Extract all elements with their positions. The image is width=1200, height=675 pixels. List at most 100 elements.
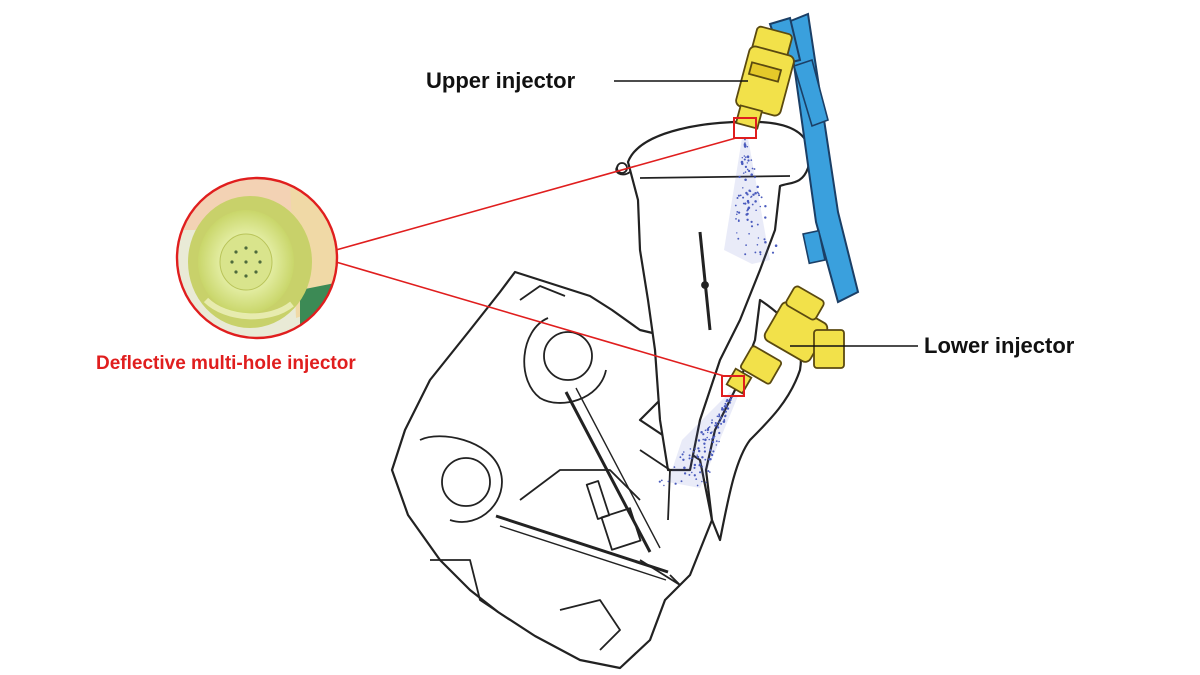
spray-droplet: [716, 426, 720, 429]
spray-droplet: [756, 191, 759, 194]
spray-droplet: [696, 455, 700, 459]
spray-droplet: [722, 420, 726, 423]
spray-droplet: [690, 457, 693, 460]
spray-droplet: [736, 197, 739, 199]
spray-droplet: [754, 251, 757, 254]
spray-droplet: [718, 440, 720, 443]
spray-droplet: [737, 194, 740, 197]
spray-droplet: [739, 194, 742, 197]
spray-droplet: [719, 417, 722, 420]
spray-droplet: [691, 471, 693, 474]
spray-droplet: [744, 171, 747, 173]
spray-droplet: [700, 431, 703, 434]
spray-droplet: [759, 251, 762, 254]
spray-droplet: [771, 251, 775, 254]
spray-droplet: [703, 442, 706, 445]
spray-droplet: [681, 453, 684, 456]
spray-droplet: [709, 458, 712, 461]
spray-droplet: [721, 407, 724, 409]
spray-droplet: [750, 173, 753, 176]
coolant-port-lower: [441, 457, 491, 507]
spray-droplet: [706, 436, 708, 439]
spray-droplet: [757, 192, 760, 195]
spray-droplet: [703, 450, 707, 453]
spray-droplet: [693, 466, 696, 469]
spray-droplet: [718, 414, 721, 417]
spray-droplet: [756, 223, 759, 226]
spray-droplet: [710, 452, 712, 455]
spray-droplet: [702, 433, 705, 436]
spray-droplet: [744, 142, 746, 144]
spray-droplet: [703, 446, 706, 449]
spray-droplet: [683, 472, 687, 475]
spray-droplet: [759, 253, 762, 256]
spray-droplet: [738, 175, 741, 179]
spray-droplet: [701, 456, 704, 459]
spray-droplet: [705, 481, 707, 484]
spray-droplet: [747, 169, 751, 173]
spray-droplet: [706, 428, 710, 432]
cylinder-head-details: [419, 162, 791, 651]
spray-droplet: [744, 178, 747, 181]
spray-droplet: [764, 216, 767, 219]
spray-droplet: [751, 203, 754, 206]
spray-droplet: [708, 438, 710, 441]
spray-droplet: [744, 202, 747, 205]
closeup-ring: [175, 176, 339, 340]
nozzle-closeup-photo: [175, 176, 339, 340]
spray-droplet: [760, 196, 763, 199]
spray-droplet: [715, 440, 718, 443]
upper-nozzle-highlight: [733, 117, 757, 139]
spray-droplet: [723, 419, 726, 421]
spray-droplet: [694, 448, 696, 450]
spray-droplet: [744, 253, 747, 256]
spray-droplet: [704, 429, 707, 432]
spray-droplet: [758, 194, 761, 197]
spray-droplet: [745, 213, 748, 216]
spray-droplet: [682, 458, 685, 461]
spray-droplet: [711, 431, 713, 433]
spray-droplet: [763, 238, 766, 241]
spray-droplet: [707, 426, 710, 429]
spray-droplet: [754, 176, 756, 179]
spray-droplet: [725, 404, 728, 407]
spray-droplet: [704, 438, 707, 442]
spray-droplet: [689, 448, 692, 450]
spray-droplet: [695, 478, 698, 480]
spray-droplet: [715, 444, 717, 446]
spray-droplet: [756, 244, 759, 246]
spray-droplet: [701, 480, 703, 483]
spray-droplet: [696, 484, 699, 487]
spray-droplet: [710, 453, 714, 457]
spray-droplet: [754, 200, 757, 203]
spray-droplet: [746, 155, 750, 158]
coolant-port-upper: [543, 331, 593, 381]
spray-droplet: [710, 421, 713, 424]
spray-droplet: [757, 237, 760, 239]
spray-droplet: [720, 416, 723, 418]
spray-droplet: [718, 431, 721, 434]
spray-droplet: [724, 414, 727, 417]
spray-droplet: [774, 244, 778, 247]
spray-droplet: [759, 205, 762, 208]
spray-droplet: [699, 471, 702, 474]
spray-droplet: [708, 471, 711, 473]
upper-injector-icon: [734, 25, 795, 130]
spray-droplet: [711, 419, 713, 421]
spray-droplet: [750, 225, 754, 228]
spray-droplet: [734, 204, 737, 207]
spray-droplet: [742, 187, 744, 189]
spray-droplet: [688, 473, 691, 476]
spray-droplet: [723, 405, 727, 408]
spray-droplet: [742, 172, 745, 174]
spray-droplet: [714, 421, 717, 425]
spray-droplet: [746, 168, 749, 171]
spray-droplet: [746, 209, 748, 212]
spray-droplet: [707, 470, 710, 472]
spray-droplet: [688, 454, 691, 457]
spray-droplet: [667, 480, 669, 483]
fuel-spray-droplets: [658, 138, 778, 487]
spray-droplet: [748, 232, 750, 235]
spray-droplet: [742, 202, 745, 205]
